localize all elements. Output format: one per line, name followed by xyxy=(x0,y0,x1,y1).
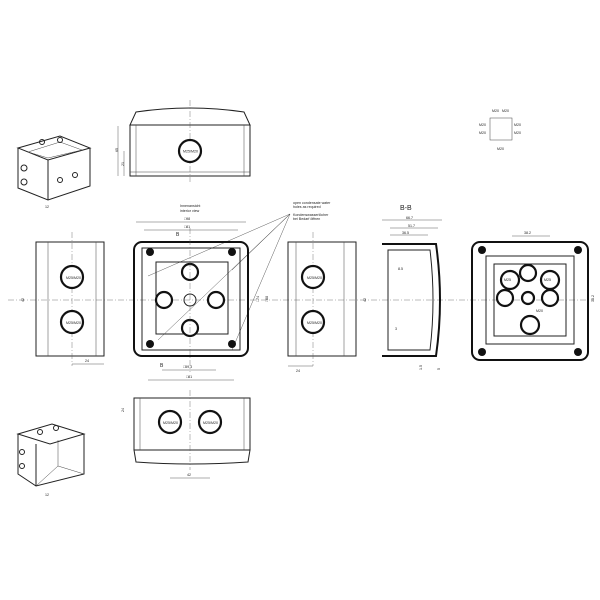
svg-text:holes as required: holes as required xyxy=(293,205,321,209)
svg-text:□81: □81 xyxy=(186,375,192,379)
right-side-view: M25/M20 M25/M20 24 42 xyxy=(287,232,367,373)
base-interior-view: M25 M25 M20 38.2 38.2 xyxy=(471,231,595,361)
svg-text:8.5: 8.5 xyxy=(398,267,403,271)
svg-text:5: 5 xyxy=(437,368,441,370)
svg-text:□59.3: □59.3 xyxy=(183,365,192,369)
interior-view-note: Innenansicht xyxy=(180,204,200,208)
left-side-view: M25/M20 M25/M20 24 42 xyxy=(21,232,105,366)
svg-text:51.7: 51.7 xyxy=(408,224,415,228)
svg-text:M20: M20 xyxy=(536,309,543,313)
svg-text:42: 42 xyxy=(21,298,25,302)
svg-text:M20: M20 xyxy=(492,109,499,113)
svg-text:M25/M20: M25/M20 xyxy=(66,321,81,325)
svg-text:□88: □88 xyxy=(265,296,269,302)
svg-text:M20: M20 xyxy=(479,123,486,127)
svg-text:M20: M20 xyxy=(514,123,521,127)
svg-text:24: 24 xyxy=(296,369,300,373)
svg-text:24: 24 xyxy=(85,359,89,363)
svg-text:interior view: interior view xyxy=(180,209,200,213)
condensate-note-en: open condensate water xyxy=(293,201,331,205)
svg-text:M25: M25 xyxy=(544,278,551,282)
svg-text:□81: □81 xyxy=(184,225,190,229)
interior-view: □98 □81 B B □59.3 □81 □74 □88 xyxy=(133,217,269,381)
condensate-note-de: Kondenswasserlöcher xyxy=(293,213,329,217)
svg-text:M20: M20 xyxy=(514,131,521,135)
svg-text:M20: M20 xyxy=(479,131,486,135)
svg-text:M25/M20: M25/M20 xyxy=(66,276,81,280)
svg-text:M25/M20: M25/M20 xyxy=(203,421,218,425)
bottom-view: M25/M20 M25/M20 42 24 xyxy=(121,390,251,479)
svg-text:B: B xyxy=(160,363,164,369)
isometric-view-open: 12 xyxy=(16,135,92,209)
svg-text:66.7: 66.7 xyxy=(406,216,413,220)
knockout-schematic: M20 M20 M20 M20 M20 M20 M20 xyxy=(479,109,521,151)
svg-text:□74: □74 xyxy=(256,296,260,302)
svg-text:24: 24 xyxy=(121,408,125,412)
svg-text:1.5: 1.5 xyxy=(419,365,423,370)
iso-label-2: 12 xyxy=(45,493,49,497)
dim-top-offset: 21 xyxy=(121,162,125,166)
leader-lines xyxy=(147,213,291,351)
svg-text:M20: M20 xyxy=(497,147,504,151)
svg-text:M25/M20: M25/M20 xyxy=(163,421,178,425)
iso-label-1: 12 xyxy=(45,205,49,209)
dim-top-height: 65 xyxy=(115,148,119,152)
isometric-view-closed: 12 xyxy=(16,423,86,497)
svg-text:bei Bedarf öffnen: bei Bedarf öffnen xyxy=(293,217,320,221)
svg-text:38.2: 38.2 xyxy=(524,231,531,235)
section-view-b-b: B-B 66.7 51.7 36.5 8.5 3 1.5 5 xyxy=(382,205,442,370)
svg-text:B: B xyxy=(176,232,180,238)
section-label: B-B xyxy=(400,205,412,212)
svg-text:M25: M25 xyxy=(504,278,511,282)
svg-text:42: 42 xyxy=(363,298,367,302)
svg-text:M25/M20: M25/M20 xyxy=(307,321,322,325)
knockout-label: M25/M20 xyxy=(183,150,198,154)
svg-text:M25/M20: M25/M20 xyxy=(307,276,322,280)
knockout-top xyxy=(177,138,203,164)
svg-text:42: 42 xyxy=(187,473,191,477)
svg-text:□98: □98 xyxy=(184,217,190,221)
top-view: M25/M20 65 21 xyxy=(115,100,251,182)
svg-text:38.2: 38.2 xyxy=(591,295,595,302)
svg-text:36.5: 36.5 xyxy=(402,231,409,235)
svg-text:3: 3 xyxy=(395,327,397,331)
svg-text:M20: M20 xyxy=(502,109,509,113)
